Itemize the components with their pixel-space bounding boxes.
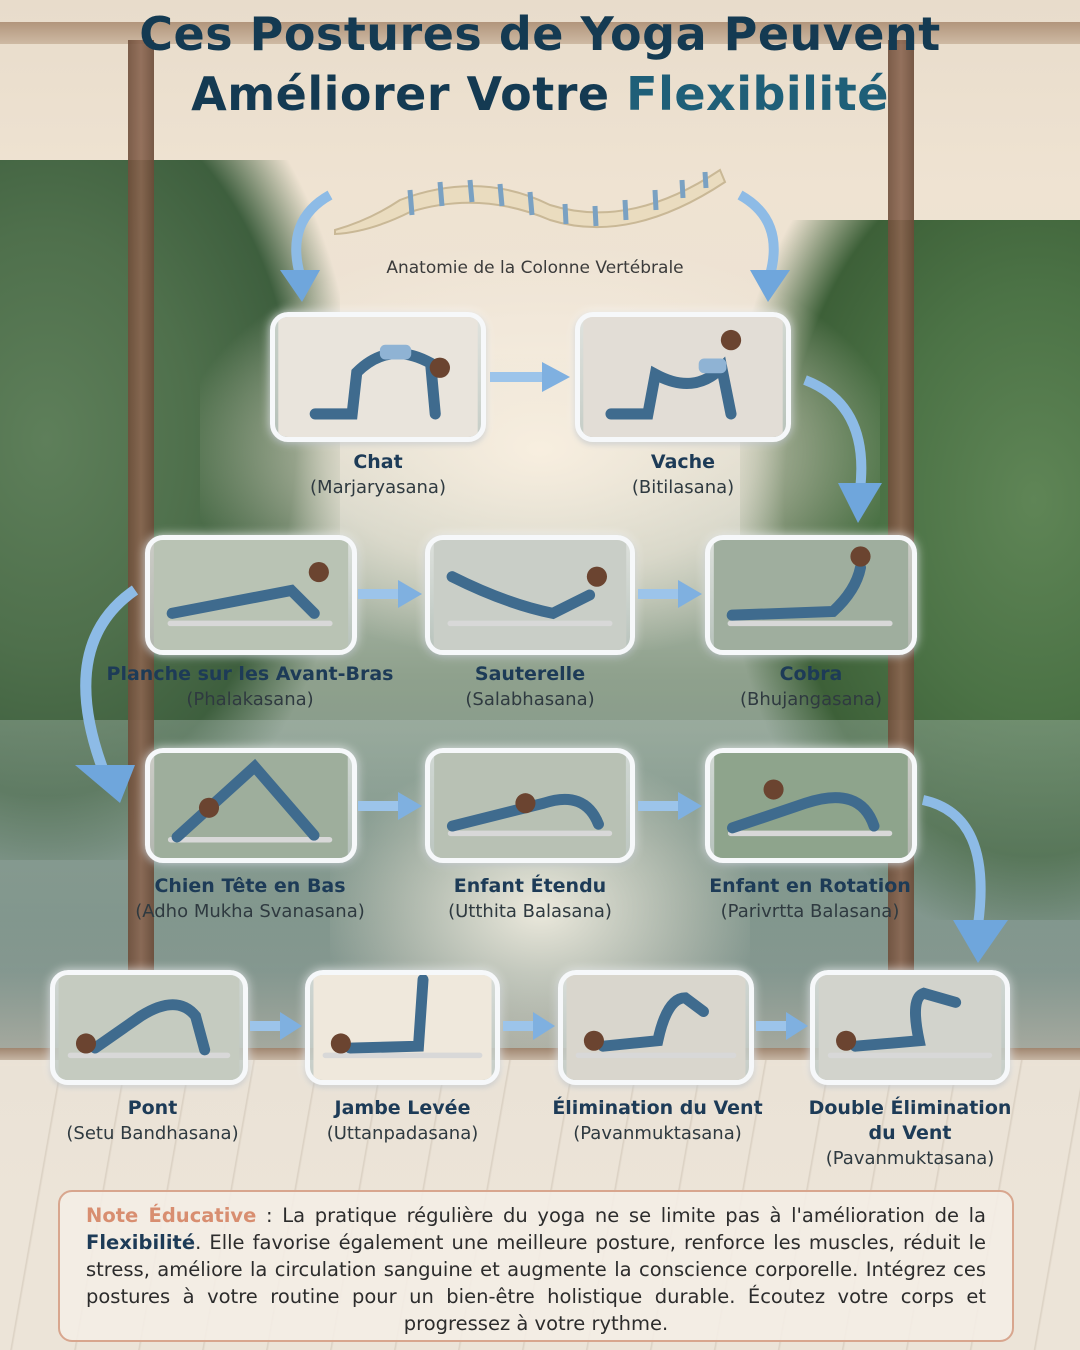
downward-dog-icon <box>154 753 348 858</box>
pose-label: Planche sur les Avant-Bras (Phalakasana) <box>106 663 394 710</box>
pose-card-chat <box>270 312 486 442</box>
cow-pose-icon <box>583 317 783 437</box>
pose-card-planche <box>145 535 357 655</box>
pose-card-enfant-etendu <box>425 748 635 863</box>
arrow-right-icon <box>490 362 570 392</box>
title-line-1: Ces Postures de Yoga Peuvent <box>139 7 941 61</box>
bridge-pose-icon <box>58 975 240 1080</box>
curved-arrow-icon <box>730 190 800 305</box>
pose-label: Pont (Setu Bandhasana) <box>66 1097 239 1144</box>
raised-leg-icon <box>313 975 492 1080</box>
note-text-1: La pratique régulière du yoga ne se limi… <box>282 1204 986 1227</box>
pose-card-enfant-rotation <box>705 748 917 863</box>
page-title: Ces Postures de Yoga Peuvent Améliorer V… <box>0 4 1080 124</box>
pose-label: Chien Tête en Bas (Adho Mukha Svanasana) <box>135 875 365 922</box>
forearm-plank-icon <box>153 540 349 650</box>
arrow-right-icon <box>638 580 702 608</box>
cobra-pose-icon <box>713 540 909 650</box>
pose-card-cobra <box>705 535 917 655</box>
pose-card-double-elimination <box>810 970 1010 1085</box>
note-lead: Note Éducative <box>86 1204 257 1227</box>
pose-label: Enfant en Rotation (Parivrtta Balasana) <box>709 875 911 922</box>
arrow-right-icon <box>503 1012 555 1040</box>
arrow-right-icon <box>358 580 422 608</box>
note-text-2: . Elle favorise également une meilleure … <box>86 1231 986 1335</box>
cat-pose-icon <box>278 317 478 437</box>
pose-card-vache <box>575 312 791 442</box>
educational-note: Note Éducative : La pratique régulière d… <box>58 1190 1014 1342</box>
spine-icon <box>330 160 730 240</box>
arrow-right-icon <box>358 792 422 820</box>
pose-card-pont <box>50 970 248 1085</box>
locust-pose-icon <box>433 540 627 650</box>
pose-card-chien <box>145 748 357 863</box>
pose-card-elimination-vent <box>558 970 754 1085</box>
double-wind-relieving-icon <box>818 975 1002 1080</box>
pose-label: Double Élimination du Vent (Pavanmuktasa… <box>808 1097 1012 1169</box>
pose-label: Vache (Bitilasana) <box>631 451 735 498</box>
pose-label: Enfant Étendu (Utthita Balasana) <box>448 875 612 922</box>
arrow-right-icon <box>250 1012 302 1040</box>
extended-child-icon <box>434 753 626 858</box>
pose-card-sauterelle <box>425 535 635 655</box>
pose-label: Jambe Levée (Uttanpadasana) <box>326 1097 479 1144</box>
spine-caption: Anatomie de la Colonne Vertébrale <box>386 258 684 278</box>
curved-arrow-icon <box>270 190 340 305</box>
title-line-2-prefix: Améliorer Votre <box>191 67 627 121</box>
pose-label: Élimination du Vent (Pavanmuktasana) <box>552 1097 763 1144</box>
title-accent: Flexibilité <box>626 67 889 121</box>
note-keyword: Flexibilité <box>86 1231 196 1254</box>
pose-label: Chat (Marjaryasana) <box>310 451 446 498</box>
revolved-child-icon <box>714 753 908 858</box>
pose-card-jambe-levee <box>305 970 500 1085</box>
curved-arrow-icon <box>918 795 1013 965</box>
curved-arrow-icon <box>55 585 145 805</box>
pose-label: Cobra (Bhujangasana) <box>740 663 882 710</box>
wind-relieving-icon <box>566 975 746 1080</box>
arrow-right-icon <box>638 792 702 820</box>
arrow-right-icon <box>756 1012 808 1040</box>
pose-label: Sauterelle (Salabhasana) <box>465 663 595 710</box>
curved-arrow-icon <box>800 375 890 525</box>
window-beam <box>0 22 1080 44</box>
